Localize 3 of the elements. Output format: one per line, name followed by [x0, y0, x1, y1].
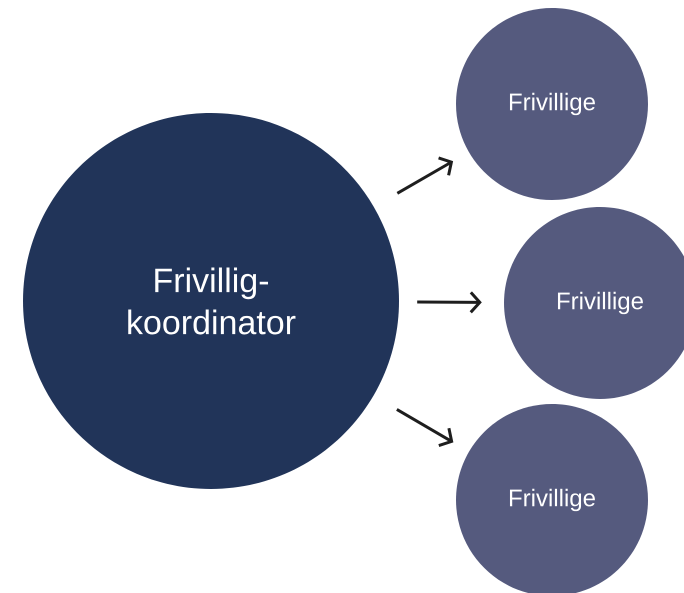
arrow — [417, 291, 482, 314]
arrow — [396, 156, 454, 195]
arrow — [396, 408, 454, 447]
